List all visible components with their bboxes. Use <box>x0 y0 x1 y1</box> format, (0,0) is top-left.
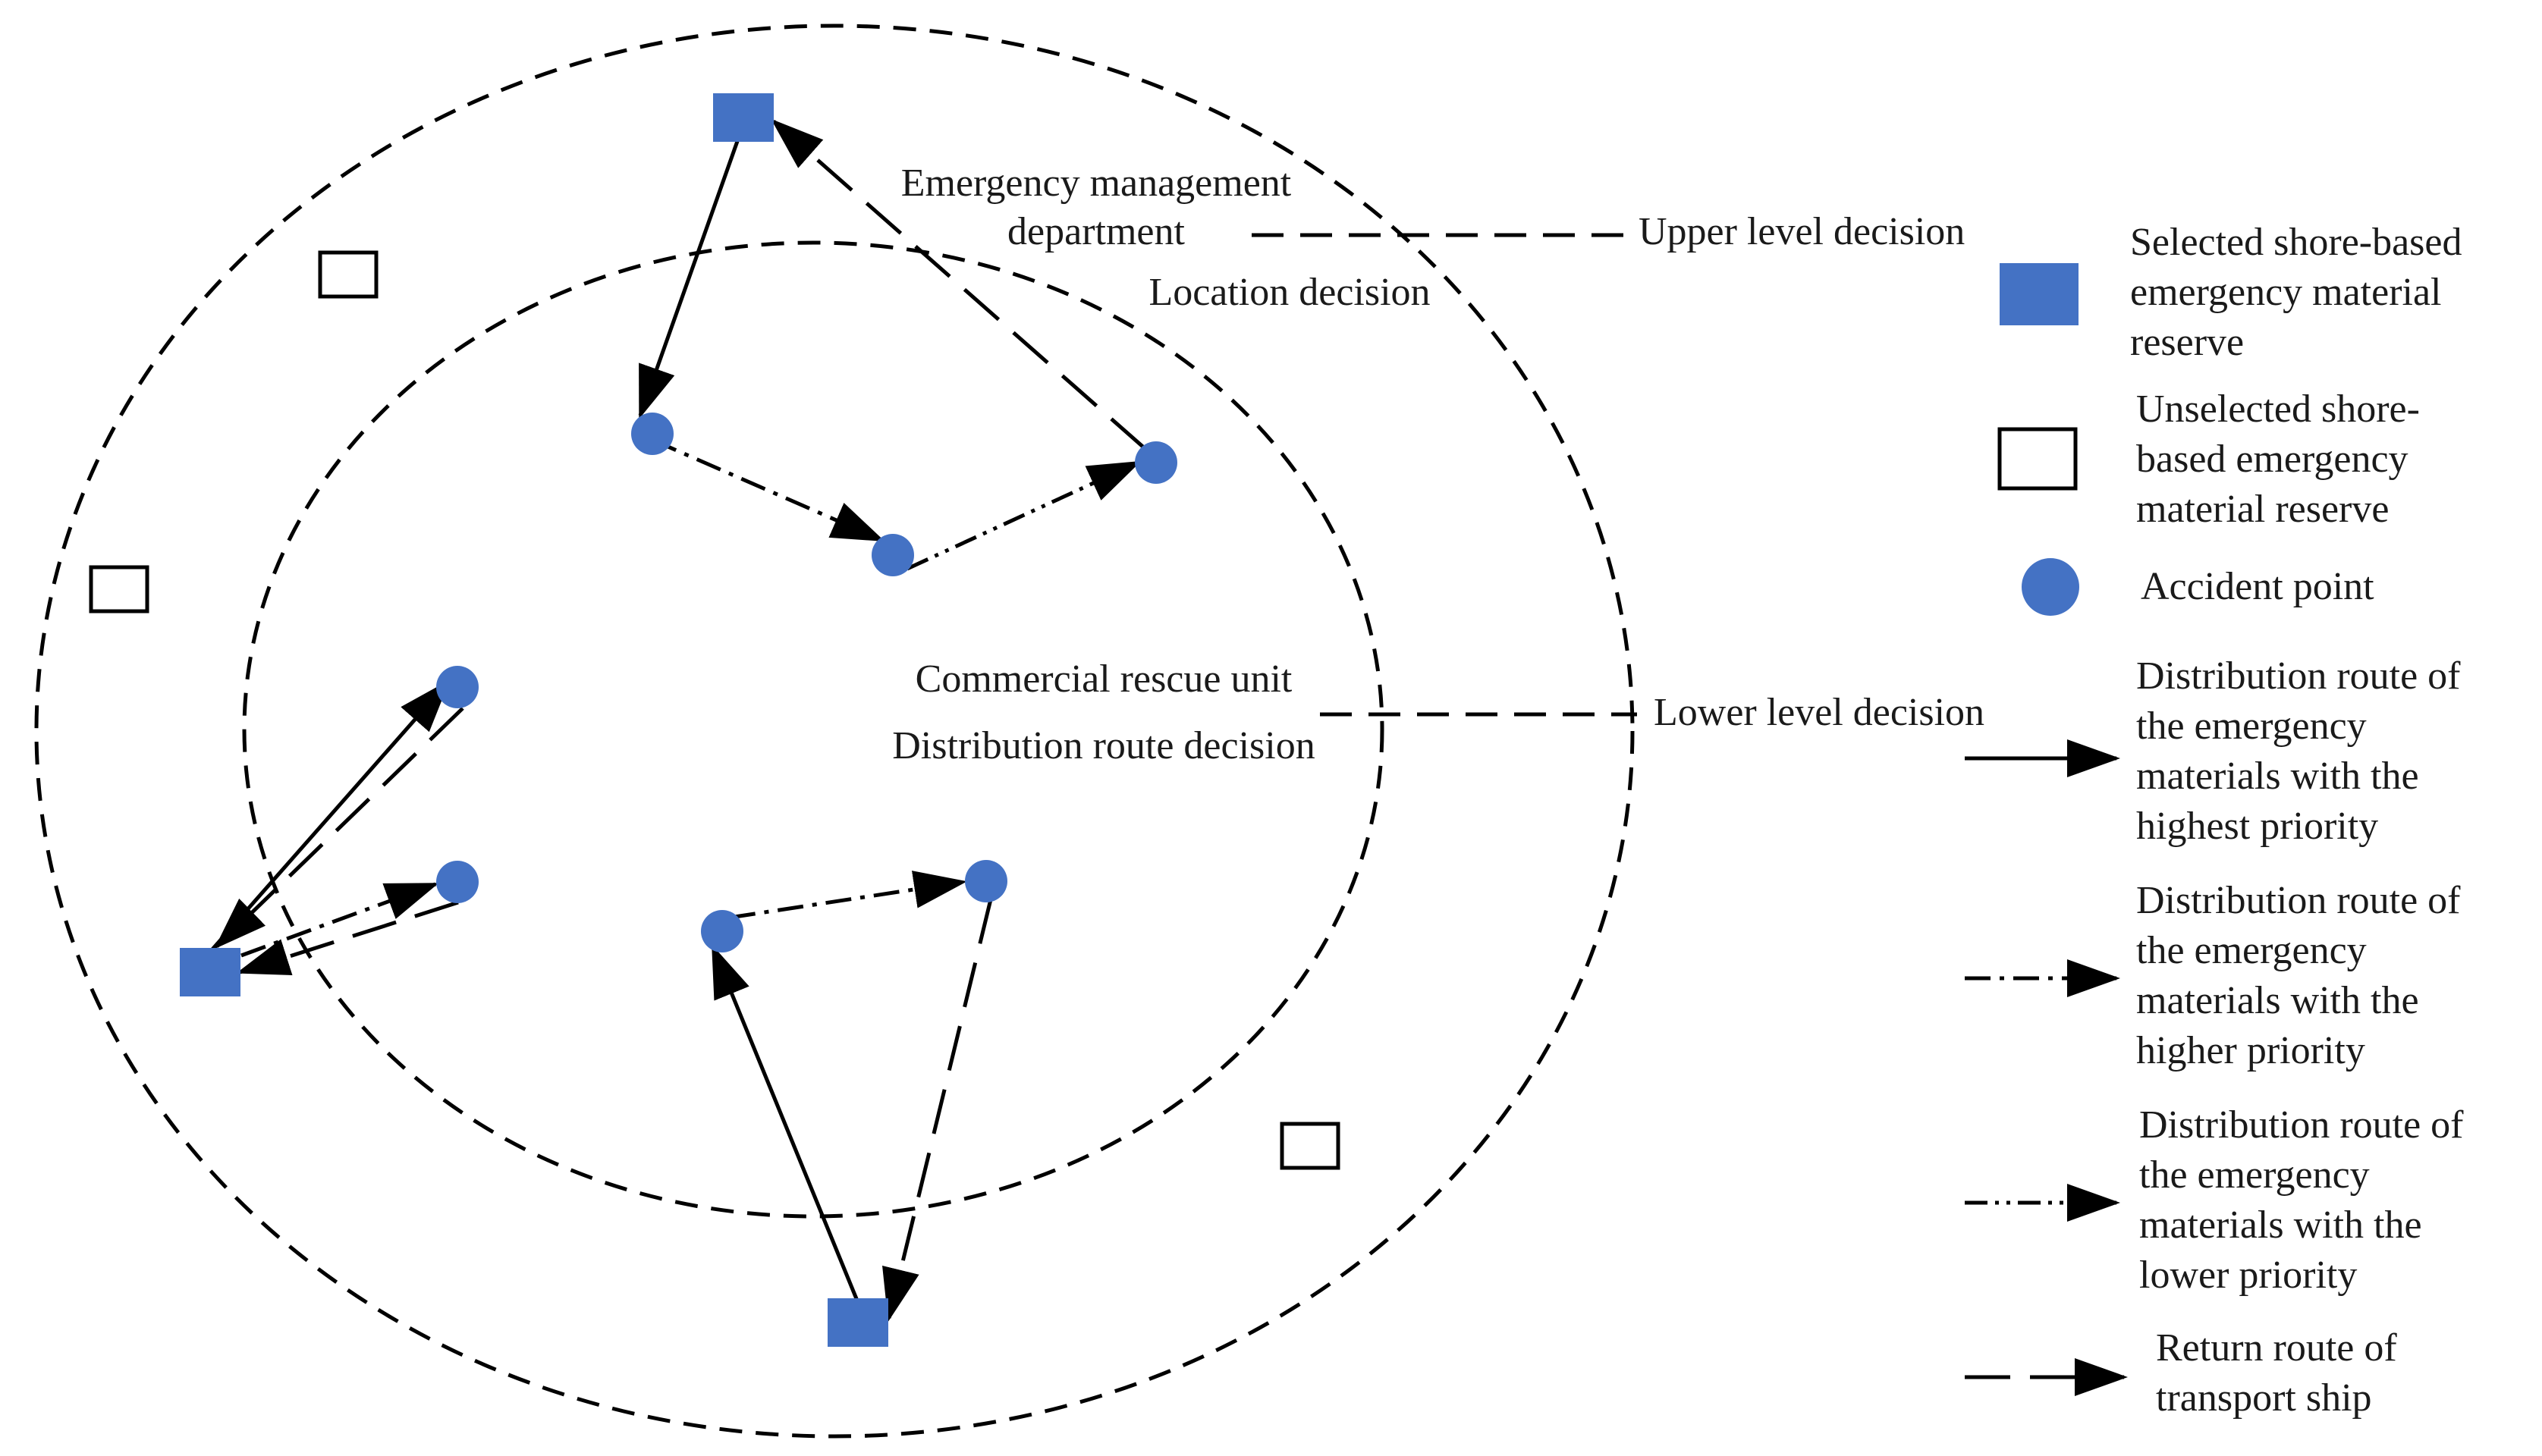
legend-highest-priority-label: materials with the <box>2136 755 2419 798</box>
accident-point-marker <box>701 910 743 952</box>
accident-point-marker <box>436 861 479 903</box>
legend-lower-priority-label: materials with the <box>2139 1203 2422 1247</box>
highest-priority-route <box>209 679 451 952</box>
upper-level-boundary <box>34 24 1635 1439</box>
emergency-management-label: department <box>1007 210 1185 253</box>
legend-accident-point-icon <box>2022 558 2079 616</box>
legend-unselected-reserve-label: material reserve <box>2136 488 2389 531</box>
legend-lower-priority-label: Distribution route of <box>2139 1103 2464 1147</box>
legend-selected-reserve-label: emergency material <box>2130 271 2442 314</box>
unselected-reserve-marker <box>89 565 149 613</box>
upper-level-decision-label: Upper level decision <box>1639 210 1965 253</box>
location-decision-label: Location decision <box>1148 271 1430 314</box>
highest-priority-route <box>711 944 861 1305</box>
legend-higher-priority-label: the emergency <box>2136 929 2367 972</box>
legend-selected-reserve-icon <box>2000 263 2079 325</box>
legend-higher-priority-label: Distribution route of <box>2136 879 2461 922</box>
legend-highest-priority-label: highest priority <box>2136 805 2378 848</box>
legend-accident-point-label: Accident point <box>2141 565 2374 608</box>
accident-point-marker <box>872 534 914 576</box>
legend-selected-reserve-label: reserve <box>2130 321 2244 364</box>
accident-point-marker <box>965 860 1007 902</box>
legend-lower-priority-label: lower priority <box>2139 1254 2357 1297</box>
legend-return-route-label: Return route of <box>2156 1326 2397 1370</box>
selected-reserve-marker <box>828 1298 888 1347</box>
emergency-management-label: Emergency management <box>901 162 1292 205</box>
commercial-rescue-unit-label: Commercial rescue unit <box>916 657 1293 701</box>
legend-highest-priority-label: Distribution route of <box>2136 654 2461 698</box>
legend-higher-priority-label: higher priority <box>2136 1029 2365 1072</box>
legend-unselected-reserve-icon <box>1997 427 2078 491</box>
selected-reserve-marker <box>180 948 240 996</box>
highest-priority-route <box>638 119 747 419</box>
lower-level-boundary <box>242 240 1384 1219</box>
lower-priority-route <box>906 460 1142 571</box>
accident-point-marker <box>1135 441 1177 484</box>
selected-reserve-marker <box>713 93 774 142</box>
return-route <box>236 900 459 976</box>
unselected-reserve-marker <box>1280 1122 1340 1170</box>
unselected-reserve-marker <box>318 250 379 299</box>
legend-unselected-reserve-label: Unselected shore- <box>2136 388 2420 431</box>
accident-point-marker <box>631 413 674 455</box>
higher-priority-route <box>240 882 439 958</box>
legend-higher-priority-label: materials with the <box>2136 979 2419 1022</box>
legend-lower-priority-label: the emergency <box>2139 1153 2370 1197</box>
accident-point-marker <box>436 666 479 708</box>
legend: Selected shore-based emergency material … <box>1965 221 2464 1420</box>
legend-selected-reserve-label: Selected shore-based <box>2130 221 2462 264</box>
lower-level-decision-label: Lower level decision <box>1654 691 1984 734</box>
higher-priority-route <box>651 438 885 542</box>
legend-unselected-reserve-label: based emergency <box>2136 438 2408 481</box>
legend-highest-priority-label: the emergency <box>2136 704 2367 748</box>
return-route <box>214 707 464 949</box>
legend-return-route-label: transport ship <box>2156 1376 2372 1420</box>
return-route <box>882 899 993 1322</box>
return-route <box>771 118 1147 450</box>
higher-priority-route <box>729 871 967 920</box>
distribution-route-decision-label: Distribution route decision <box>892 724 1315 767</box>
